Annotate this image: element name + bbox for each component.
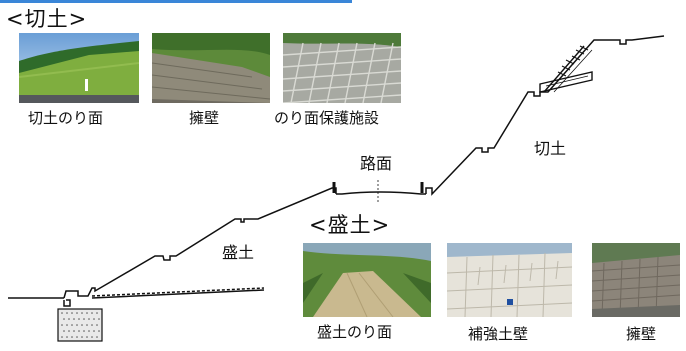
road-surface-line [336,191,426,195]
slope-protection-photo [283,33,401,103]
cut-slope-caption: 切土のり面 [28,109,104,127]
cut-retaining-wall-photo [152,33,270,103]
culvert [63,299,71,307]
cut-label: 切土 [534,139,567,158]
cut-retaining-wall-caption: 擁壁 [189,109,220,127]
slope-protection-caption: のり面保護施設 [274,109,380,127]
cut-section-header: <切土> [6,7,88,31]
reinforced-earth-wall-photo [447,243,572,317]
reinforced-earth-wall-caption: 補強土壁 [468,325,529,343]
fill-label: 盛土 [222,243,255,262]
fill-reinforcement-line [91,287,265,297]
fill-slope-caption: 盛土のり面 [317,323,393,341]
header-accent-rule [0,0,352,3]
cut-anchor-structure [539,45,593,93]
fill-section-header: <盛土> [309,213,391,237]
foundation-block [57,308,103,342]
fill-slope-line [63,187,337,299]
fill-slope-photo [303,243,431,317]
cut-slope-line [425,35,665,196]
fill-retaining-wall-photo [592,243,680,317]
fill-retaining-wall-caption: 擁壁 [626,325,657,343]
cut-slope-photo [19,33,139,103]
road-surface-label: 路面 [360,154,393,173]
